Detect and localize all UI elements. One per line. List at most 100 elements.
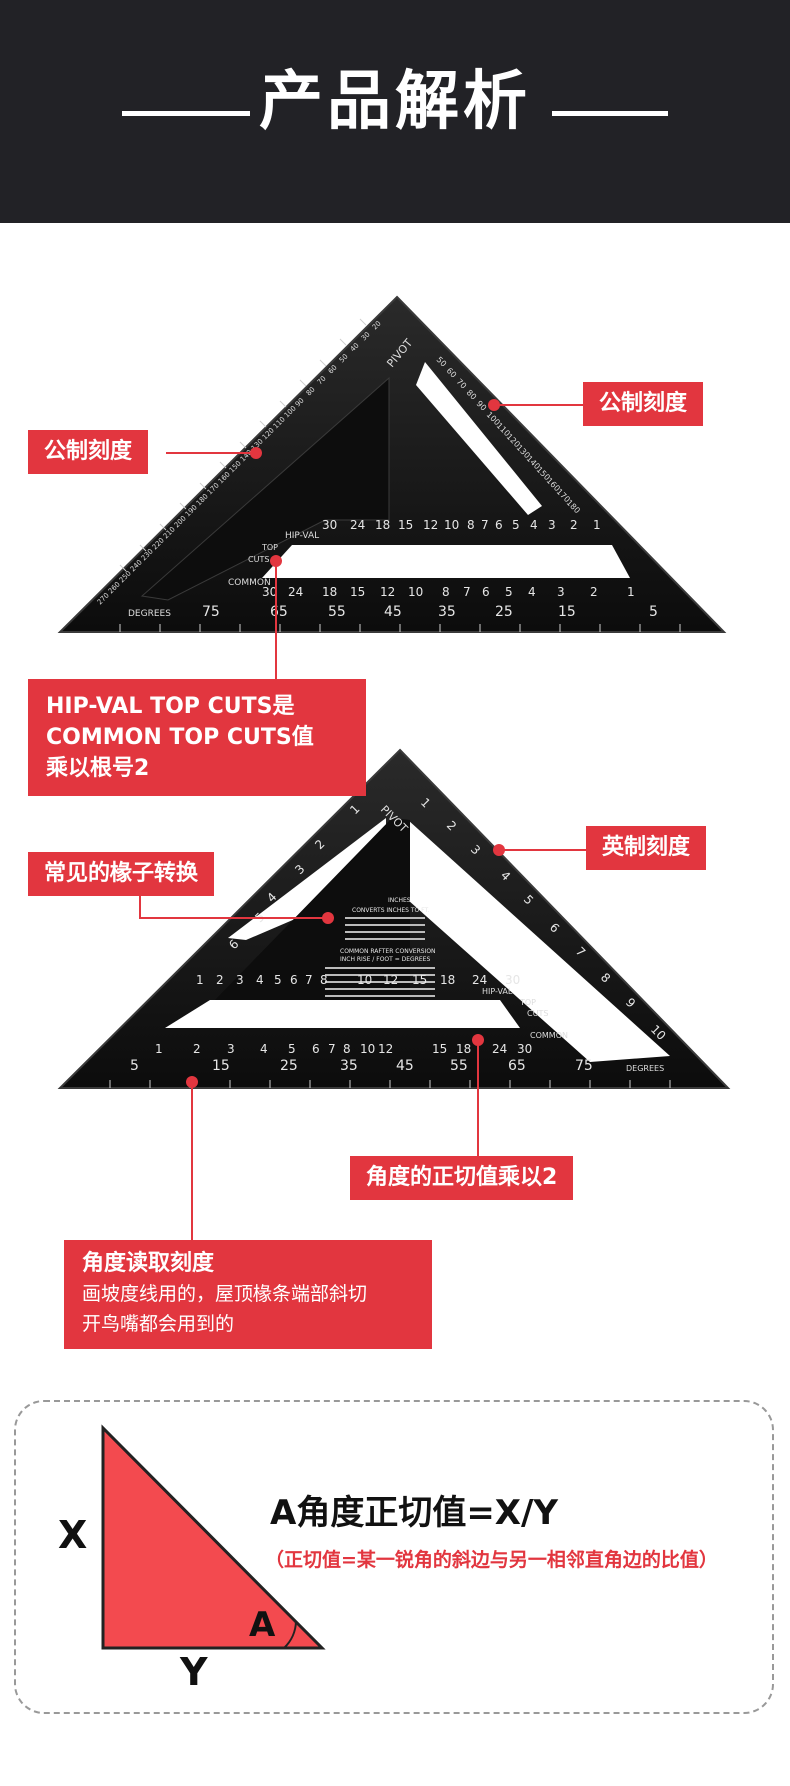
square-two-table-rows — [325, 917, 435, 997]
table-heading: CONVERTS INCHES TO FT. — [352, 907, 429, 914]
degree-number: 55 — [450, 1058, 468, 1074]
scale-number: 70 — [316, 374, 328, 386]
dot-metric-left — [250, 447, 262, 459]
scale-number: 40 — [349, 341, 361, 353]
scale-number: 7 — [481, 518, 489, 532]
square-two-bottom-slot — [165, 1000, 520, 1028]
common-label: COMMON — [530, 1031, 568, 1040]
leader-metric-right — [494, 404, 583, 406]
angle-desc-1: 画坡度线用的，屋顶椽条端部斜切 — [82, 1283, 368, 1305]
dot-metric-right — [488, 399, 500, 411]
dot-rafter — [322, 912, 334, 924]
scale-number: 18 — [322, 585, 337, 599]
scale-number: 20 — [371, 319, 383, 331]
scale-number: 18 — [375, 518, 390, 532]
scale-number: 15 — [412, 973, 427, 987]
scale-number: 12 — [378, 1042, 393, 1056]
header-title: 产品解析 — [259, 65, 531, 139]
degree-number: 5 — [649, 604, 658, 620]
scale-number: 8 — [320, 973, 328, 987]
scale-number: 30 — [517, 1042, 532, 1056]
cuts-label: CUTS — [527, 1009, 548, 1018]
hipval-label: HIP-VAL — [482, 987, 513, 996]
header-right-line — [552, 111, 668, 116]
scale-number: 24 — [288, 585, 303, 599]
scale-number: 15 — [398, 518, 413, 532]
rafter-square-illustration: PIVOT HIP-VAL TOP CUTS COMMON DEGREES 30… — [57, 295, 731, 1089]
scale-number: 12 — [423, 518, 438, 532]
scale-number: 6 — [312, 1042, 320, 1056]
formula-main: A角度正切值=X/Y — [270, 1493, 559, 1533]
leader-imperial — [500, 849, 586, 851]
square-one-degrees: DEGREES — [128, 609, 171, 619]
scale-number: 30 — [262, 585, 277, 599]
scale-number: 8 — [467, 518, 475, 532]
scale-number: 12 — [383, 973, 398, 987]
scale-number: 15 — [432, 1042, 447, 1056]
callout-hipval: HIP-VAL TOP CUTS是 COMMON TOP CUTS值 乘以根号2 — [28, 679, 366, 796]
scale-number: 24 — [350, 518, 365, 532]
scale-number: 10 — [360, 1042, 375, 1056]
scale-number: 24 — [472, 973, 487, 987]
scale-number: 10 — [408, 585, 423, 599]
scale-number: 60 — [327, 363, 339, 375]
degree-number: 15 — [212, 1058, 230, 1074]
degree-number: 65 — [508, 1058, 526, 1074]
square-two-web — [215, 818, 410, 1000]
angle-title: 角度读取刻度 — [82, 1251, 215, 1276]
degree-number: 45 — [396, 1058, 414, 1074]
scale-number: 12 — [380, 585, 395, 599]
degree-number: 75 — [202, 604, 220, 620]
table-heading: INCH RISE / FOOT = DEGREES — [340, 956, 430, 963]
scale-number: 8 — [343, 1042, 351, 1056]
square-one-hipval: HIP-VAL — [285, 531, 319, 541]
scale-number: 24 — [492, 1042, 507, 1056]
square-one-bottom-ticks — [119, 624, 681, 632]
scale-number: 4 — [256, 973, 264, 987]
square-one-cuts: CUTS — [248, 555, 269, 564]
callout-tangent: 角度的正切值乘以2 — [350, 1156, 574, 1200]
table-heading: COMMON RAFTER CONVERSION — [340, 948, 436, 955]
scale-number: 7 — [305, 973, 313, 987]
degree-number: 5 — [130, 1058, 139, 1074]
scale-number: 80 — [305, 385, 317, 397]
scale-number: 7 — [328, 1042, 336, 1056]
scale-number: 10 — [357, 973, 372, 987]
header-banner: 产品解析 — [0, 0, 790, 223]
square-one-lower-row: 30 24 18 15 12 10 8 7 6 5 4 3 2 1 — [262, 585, 635, 599]
scale-number: 3 — [236, 973, 244, 987]
square-two-cut-labels: HIP-VAL TOP CUTS COMMON DEGREES — [482, 987, 664, 1073]
square-one-web — [140, 376, 390, 601]
scale-number: 3 — [227, 1042, 235, 1056]
scale-number: 8 — [442, 585, 450, 599]
scale-number: 1 — [196, 973, 204, 987]
leader-rafter-v — [139, 896, 141, 918]
scale-number: 4 — [260, 1042, 268, 1056]
angle-arc — [283, 1620, 297, 1649]
scale-number: 6 — [482, 585, 490, 599]
callout-metric-right: 公制刻度 — [583, 382, 704, 426]
callout-imperial: 英制刻度 — [586, 826, 707, 870]
square-one-inner-row: 30 24 18 15 12 10 8 7 6 5 4 3 2 1 — [322, 518, 601, 532]
scale-number: 2 — [216, 973, 224, 987]
degree-number: 45 — [384, 604, 402, 620]
square-one-degree-row: 75 65 55 45 35 25 15 5 — [202, 604, 658, 620]
scale-number: 5 — [505, 585, 513, 599]
scale-number: 2 — [570, 518, 578, 532]
scale-number: 6 — [290, 973, 298, 987]
leader-hipval — [275, 561, 277, 679]
degree-number: 35 — [438, 604, 456, 620]
scale-number: 5 — [288, 1042, 296, 1056]
square-one-bottom-slot — [262, 545, 630, 578]
label-a: A — [249, 1605, 276, 1645]
square-one: PIVOT HIP-VAL TOP CUTS COMMON DEGREES 30… — [57, 295, 727, 633]
square-one-right-slot — [416, 362, 542, 515]
table-heading: INCHES — [388, 897, 411, 904]
label-x: X — [58, 1513, 88, 1557]
scale-number: 5 — [512, 518, 520, 532]
dot-hipval — [270, 555, 282, 567]
scale-number: 1 — [593, 518, 601, 532]
scale-number: 5 — [274, 973, 282, 987]
square-two-degree-row: 5 15 25 35 45 55 65 75 — [130, 1058, 593, 1074]
callout-angle: 角度读取刻度 画坡度线用的，屋顶椽条端部斜切 开鸟嘴都会用到的 — [64, 1240, 432, 1349]
